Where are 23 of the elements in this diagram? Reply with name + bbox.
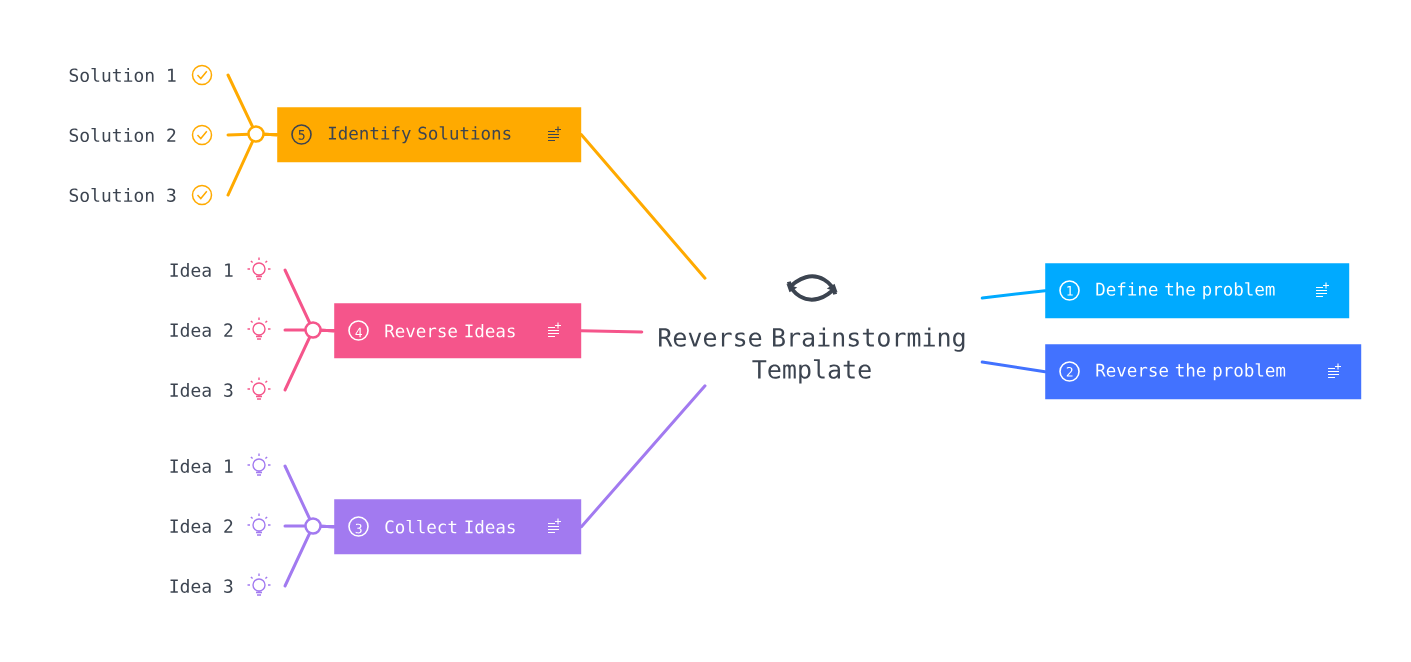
connector-line [579, 133, 707, 280]
connector-line [980, 360, 1047, 374]
leaf-text: Idea 3 [170, 383, 233, 397]
step-box: 4 Reverse Ideas [334, 303, 582, 359]
step-box: 5 Identify Solutions [277, 107, 582, 163]
step-box: 3 Collect Ideas [334, 499, 582, 555]
leaf-text: Idea 2 [170, 519, 233, 533]
connector-line [226, 132, 279, 197]
connector-line [283, 328, 336, 392]
connector-line [579, 329, 644, 334]
leaf-text: Idea 1 [170, 459, 233, 473]
step-box: 1 Define the problem [1045, 263, 1350, 319]
leaf-text: Idea 1 [170, 263, 233, 277]
leaf-text: Idea 2 [170, 323, 233, 337]
leaf-text: Idea 3 [170, 579, 233, 593]
connector-line [980, 289, 1047, 300]
leaf-text: Solution 3 [69, 188, 176, 202]
leaf-text: Solution 2 [69, 128, 176, 142]
connector-line [579, 384, 707, 529]
title-text: Reverse Brainstorming Template [659, 327, 965, 384]
step-box: 2 Reverse the problem [1045, 344, 1362, 400]
connector-line [283, 524, 336, 588]
leaf-text: Solution 1 [69, 68, 176, 82]
